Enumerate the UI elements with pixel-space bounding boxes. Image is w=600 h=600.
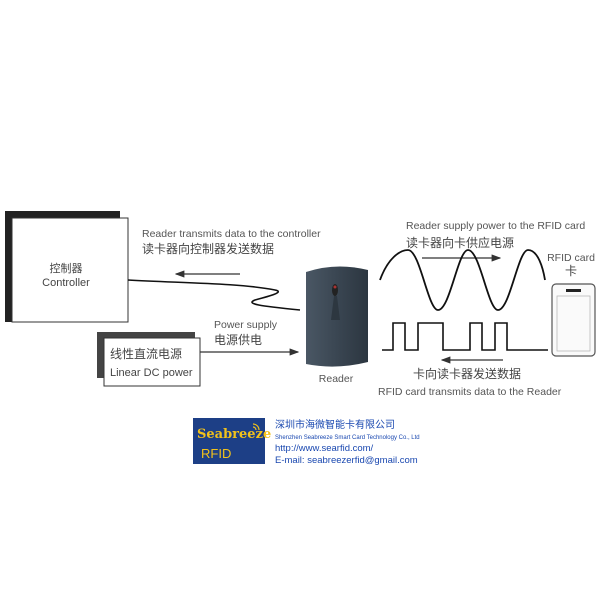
company-url: http://www.searfid.com/ — [275, 443, 374, 454]
power-supply-en: Power supply — [214, 319, 278, 331]
reader-to-controller-en: Reader transmits data to the controller — [142, 228, 321, 240]
company-cn: 深圳市海微智能卡有限公司 — [275, 418, 395, 431]
reader-to-controller-cn: 读卡器向控制器发送数据 — [142, 241, 274, 256]
power-source-box: 线性直流电源 Linear DC power — [97, 332, 201, 387]
controller-box: 控制器 Controller — [5, 211, 129, 323]
company-en: Shenzhen Seabreeze Smart Card Technology… — [275, 435, 420, 441]
logo-top: Seabreeze — [197, 427, 271, 442]
reader-label: Reader — [319, 373, 354, 385]
reader-to-card-cn: 读卡器向卡供应电源 — [406, 235, 514, 250]
logo-bottom: RFID — [201, 446, 231, 461]
rfid-card — [551, 283, 596, 357]
controller-en: Controller — [42, 277, 90, 289]
controller-cn: 控制器 — [50, 261, 83, 275]
power-source-en: Linear DC power — [110, 367, 193, 379]
watermark: Seabreeze RFID 深圳市海微智能卡有限公司 Shenzhen Sea… — [193, 418, 420, 466]
controller-cable — [127, 279, 301, 311]
data-square-wave — [382, 322, 548, 351]
power-sine-wave — [379, 249, 546, 311]
card-to-reader-en: RFID card transmits data to the Reader — [378, 386, 562, 398]
power-supply-cn: 电源供电 — [214, 333, 262, 347]
company-email: E-mail: seabreezerfid@gmail.com — [275, 455, 418, 466]
reader-to-card-en: Reader supply power to the RFID card — [406, 220, 585, 232]
card-label-en: RFID card — [547, 252, 595, 264]
reader-device: Reader — [306, 266, 368, 385]
power-source-cn: 线性直流电源 — [110, 347, 182, 361]
card-label-cn: 卡 — [565, 264, 577, 278]
wifi-icon — [252, 423, 260, 431]
card-to-reader-cn: 卡向读卡器发送数据 — [413, 366, 521, 381]
